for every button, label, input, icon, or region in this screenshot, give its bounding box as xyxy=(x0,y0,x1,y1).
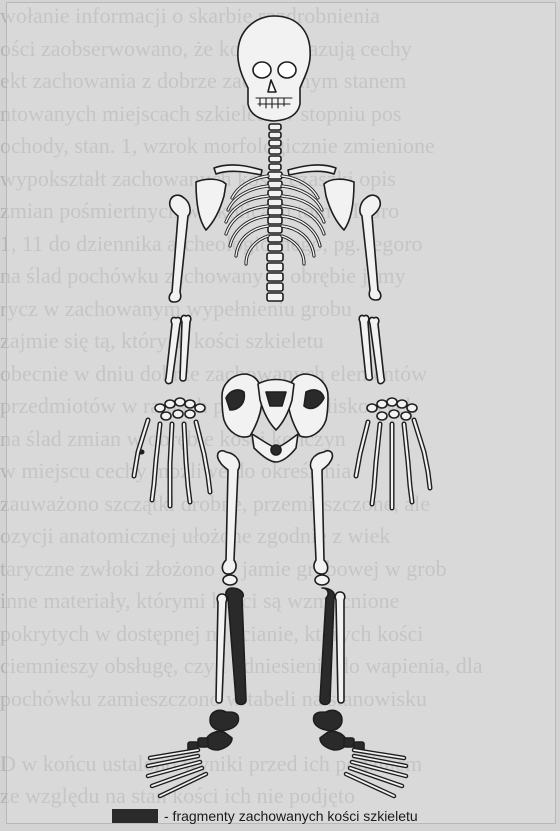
left-humerus xyxy=(169,195,190,302)
pelvis xyxy=(222,374,328,462)
left-femur xyxy=(218,451,240,574)
legend: - fragmenty zachowanych kości szkieletu xyxy=(112,805,418,827)
left-ulna xyxy=(180,315,191,381)
legend-label: - fragmenty zachowanych kości szkieletu xyxy=(164,808,418,824)
right-fibula xyxy=(335,592,345,703)
left-fibula xyxy=(216,594,227,703)
pubis-fragment xyxy=(271,445,281,455)
left-scapula xyxy=(196,179,226,230)
left-patella xyxy=(223,575,237,585)
vertebral-column xyxy=(267,124,283,301)
right-femur xyxy=(311,451,333,574)
left-hand xyxy=(134,398,210,506)
left-radius xyxy=(165,317,180,383)
right-humerus xyxy=(360,195,381,300)
right-tibia xyxy=(320,588,334,705)
right-scapula xyxy=(324,179,354,230)
legend-swatch xyxy=(112,809,158,823)
left-tibia xyxy=(226,588,246,705)
left-clavicle xyxy=(214,165,262,175)
right-patella xyxy=(315,575,329,585)
skull xyxy=(238,16,310,121)
right-clavicle xyxy=(288,165,336,175)
sacrum-fragment xyxy=(266,392,286,406)
